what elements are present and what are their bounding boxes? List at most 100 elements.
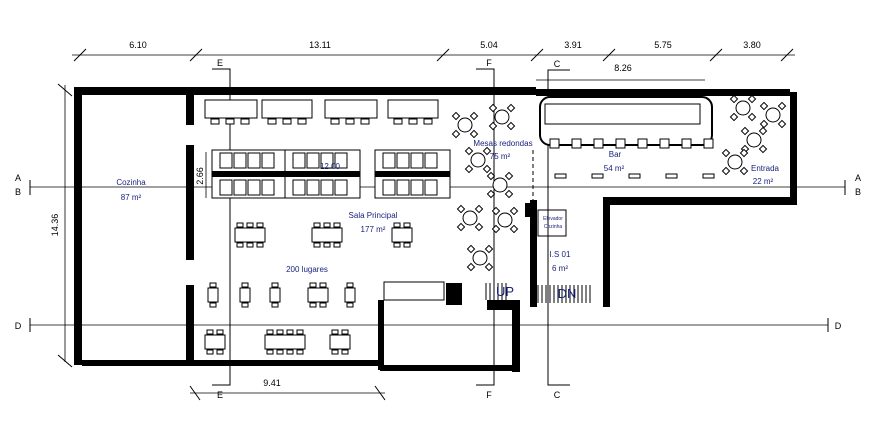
round-table-top: [462, 210, 478, 226]
dimension-tick: [189, 48, 203, 62]
table: [261, 179, 275, 196]
booth-table: [204, 99, 258, 119]
chair: [729, 94, 739, 104]
main-hall-label: Sala Principal: [349, 211, 398, 220]
section-b-right: B: [855, 187, 861, 197]
chair: [456, 222, 466, 232]
chair: [464, 164, 474, 174]
stairs-down-label: DN: [558, 286, 577, 301]
chair: [464, 146, 474, 156]
chair: [403, 222, 411, 228]
chair: [758, 126, 768, 136]
bar-stool: [637, 138, 648, 149]
chair: [206, 349, 214, 355]
table: [204, 334, 226, 350]
chair: [408, 118, 418, 125]
chair: [286, 349, 294, 355]
round-table: [486, 171, 514, 199]
entrance-area: 22 m²: [753, 177, 774, 186]
chair: [309, 302, 317, 308]
chair: [747, 112, 757, 122]
chair: [346, 302, 354, 308]
chair: [313, 222, 321, 228]
chair: [360, 118, 370, 125]
table: [382, 179, 396, 196]
dimension-tick: [709, 48, 723, 62]
chair: [491, 206, 501, 216]
chair: [323, 222, 331, 228]
chair: [423, 118, 433, 125]
restroom-label: I.S 01: [550, 250, 571, 259]
booth-table: [261, 99, 313, 119]
chair: [484, 262, 494, 272]
table: [391, 227, 413, 243]
bottom-dimension: 9.41: [189, 378, 386, 401]
chair: [506, 121, 516, 131]
section-a-left: A: [15, 173, 21, 183]
round-table: [740, 126, 768, 154]
round-table-top: [472, 250, 488, 266]
round-table: [456, 204, 484, 232]
table: [261, 152, 275, 169]
round-table-top: [470, 152, 486, 168]
round-table-top: [497, 212, 513, 228]
chair: [469, 111, 479, 121]
chair: [276, 349, 284, 355]
main-hall-area: 177 m²: [361, 225, 386, 234]
chair: [319, 302, 327, 308]
round-table-top: [735, 100, 751, 116]
elevator-label-1: Elevador: [543, 216, 563, 222]
bar-shelf: [591, 173, 604, 179]
chair: [266, 349, 274, 355]
table: [311, 227, 343, 243]
booth-table: [324, 99, 378, 119]
chair: [482, 146, 492, 156]
booth-table: [387, 99, 439, 119]
section-b-left: B: [15, 187, 21, 197]
chair: [256, 222, 264, 228]
chair: [313, 242, 321, 248]
bar-area: 54 m²: [604, 164, 625, 173]
chair: [271, 302, 279, 308]
section-e-top: E: [217, 58, 223, 68]
table: [233, 152, 247, 169]
chair: [241, 302, 249, 308]
chair: [333, 242, 341, 248]
round-table-top: [457, 117, 473, 133]
round-table: [759, 101, 787, 129]
dimension-tick: [73, 48, 87, 62]
table: [334, 179, 348, 196]
section-d-right: D: [835, 321, 842, 331]
section-f-top: F: [486, 58, 492, 68]
dim-3-80: 3.80: [743, 40, 761, 50]
table: [247, 152, 261, 169]
chair: [509, 224, 519, 234]
chair: [319, 282, 327, 288]
chair: [740, 126, 750, 136]
dim-2-66: 2.66: [195, 167, 205, 185]
round-table-top: [492, 177, 508, 193]
chair: [346, 282, 354, 288]
walls: [74, 87, 797, 372]
chair: [777, 119, 787, 129]
chair: [276, 329, 284, 335]
top-dimension-chain: 6.10 13.11 5.04 3.91 5.75 3.80 8.26: [72, 40, 795, 81]
section-c-bottom: C: [554, 390, 561, 400]
table: [382, 152, 396, 169]
table: [334, 152, 348, 169]
chair: [216, 329, 224, 335]
section-f-bottom: F: [486, 390, 492, 400]
bar-shelf: [702, 173, 715, 179]
chair: [225, 118, 235, 125]
dim-6-10: 6.10: [129, 40, 147, 50]
kitchen-label: Cozinha: [116, 178, 146, 187]
chair: [246, 242, 254, 248]
depth-dimension: 14.36 2.66: [50, 83, 207, 368]
section-e-bottom: E: [217, 390, 223, 400]
bar-stool: [681, 138, 692, 149]
bar-counter: [539, 96, 713, 146]
round-tables-label: Mesas redondas: [473, 139, 532, 148]
bar-shelf: [628, 173, 641, 179]
round-table-top: [765, 107, 781, 123]
